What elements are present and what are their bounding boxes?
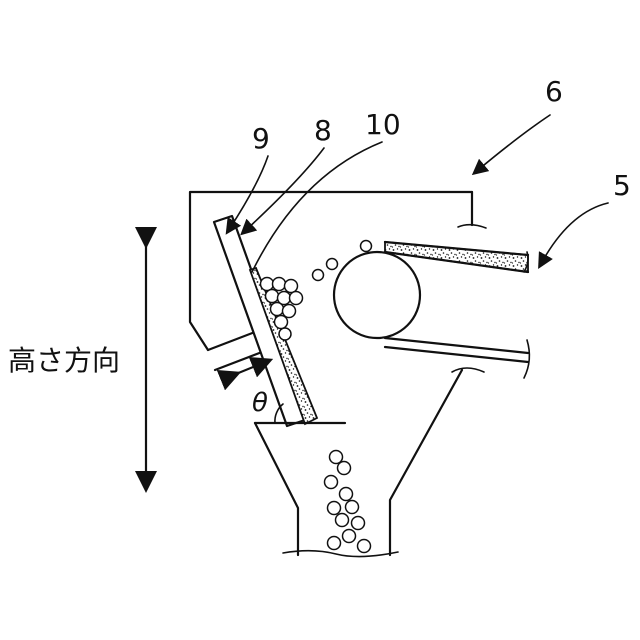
- label-angle: θ: [252, 388, 268, 418]
- label-housing: 6: [545, 75, 563, 108]
- adjustment-arrow: [231, 363, 263, 376]
- plate-support-bracket: [208, 332, 262, 370]
- belt-conveyor: [334, 242, 529, 378]
- label-belt-conveyor: 5: [613, 169, 631, 202]
- falling-particles: [325, 451, 371, 553]
- label-height-direction: 高さ方向: [8, 344, 120, 377]
- conveyor-pulley: [334, 252, 420, 338]
- label-particles: 10: [365, 108, 401, 141]
- label-layer: 8: [314, 114, 332, 147]
- label-plate: 9: [252, 122, 270, 155]
